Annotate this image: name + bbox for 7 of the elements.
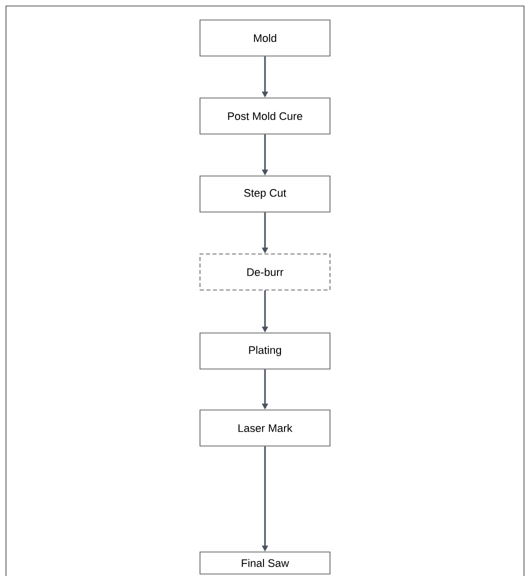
- process-box: Post Mold Cure: [200, 98, 330, 134]
- process-box: Plating: [200, 332, 330, 370]
- process-box: Step Cut: [200, 176, 330, 212]
- process-box: Laser Mark: [200, 410, 330, 446]
- process-box: Mold: [200, 20, 330, 56]
- process-box: De-burr: [200, 254, 330, 290]
- process-box: Final Saw: [200, 552, 330, 574]
